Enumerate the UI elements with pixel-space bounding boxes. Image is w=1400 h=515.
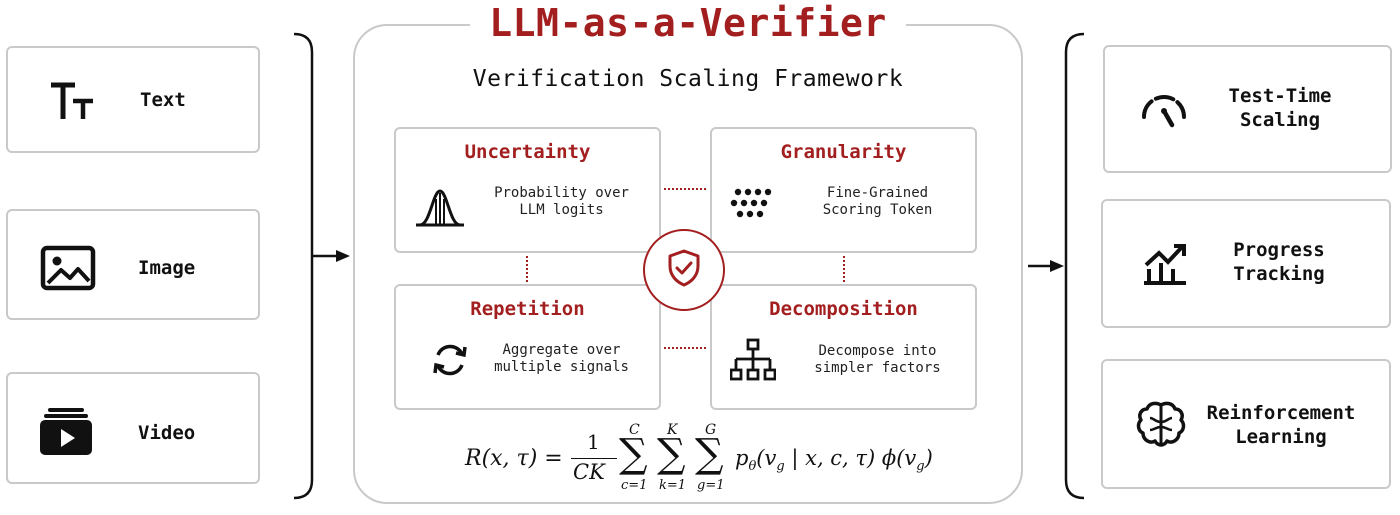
uncertainty-title: Uncertainty xyxy=(464,141,591,163)
page-title: LLM-as-a-Verifier xyxy=(470,0,906,48)
output-arrow xyxy=(1028,260,1064,272)
term-sub-g1: g xyxy=(776,459,785,475)
repetition-desc-line2: multiple signals xyxy=(494,359,629,375)
decomposition-card: Decomposition Decompose into simpler fac… xyxy=(710,284,977,410)
video-library-icon xyxy=(38,407,94,457)
sum2-symbol: ∑ xyxy=(657,431,686,477)
sum2-top: K xyxy=(667,422,678,438)
input-arrow xyxy=(312,250,350,262)
uncertainty-card: Uncertainty Probability over LLM logits xyxy=(394,127,661,253)
sum1-bottom: c=1 xyxy=(621,478,648,493)
term-close: ) xyxy=(924,446,933,470)
formula-lhs: R(x, τ) = xyxy=(465,446,563,471)
repetition-card: Repetition Aggregate over multiple signa… xyxy=(394,284,661,410)
framework-subtitle: Verification Scaling Framework xyxy=(472,66,904,92)
verifier-formula: R(x, τ) = 1 CK C ∑ c=1 K ∑ k=1 G ∑ g=1 p… xyxy=(463,420,963,498)
sum3-symbol: ∑ xyxy=(695,431,724,477)
output-rl-line1: Reinforcement xyxy=(1206,402,1356,424)
formula-frac-num: 1 xyxy=(587,430,600,454)
term-p: p xyxy=(735,446,749,470)
repetition-desc-line1: Aggregate over xyxy=(502,342,621,358)
term-rest: (v xyxy=(756,446,777,470)
connector-top xyxy=(664,188,706,190)
text-size-icon xyxy=(48,81,96,123)
term-args: | x, c, τ) ϕ(v xyxy=(784,446,917,470)
sum1-top: C xyxy=(629,422,640,438)
output-test-time-scaling-box: Test-Time Scaling xyxy=(1103,45,1392,173)
formula-term: pθ(vg | x, c, τ) ϕ(vg) xyxy=(735,446,933,474)
decomposition-desc-line1: Decompose into xyxy=(818,343,937,359)
sum3-bottom: g=1 xyxy=(697,478,725,493)
right-bracket xyxy=(1064,32,1085,500)
connector-right xyxy=(843,256,845,282)
output-progress-line1: Progress xyxy=(1233,239,1325,261)
connector-left xyxy=(526,256,528,282)
granularity-card: Granularity Fine-Grained Scoring Token xyxy=(710,127,977,253)
sum2-bottom: k=1 xyxy=(659,478,687,493)
formula-frac-den: CK xyxy=(573,460,605,484)
input-text-label: Text xyxy=(140,89,186,111)
output-reinforcement-learning-box: Reinforcement Learning xyxy=(1101,359,1391,489)
granularity-desc-line2: Scoring Token xyxy=(822,202,933,218)
granularity-desc-line1: Fine-Grained xyxy=(826,185,929,201)
output-test-time-line1: Test-Time xyxy=(1228,85,1332,107)
granularity-title: Granularity xyxy=(780,141,907,163)
sum3-top: G xyxy=(705,422,717,438)
input-image-label: Image xyxy=(138,257,196,279)
decomposition-desc-line2: simpler factors xyxy=(814,360,941,376)
left-bracket xyxy=(293,32,314,500)
refresh-icon xyxy=(430,340,470,384)
input-image-box: Image xyxy=(6,209,260,320)
decomposition-title: Decomposition xyxy=(769,298,918,320)
output-progress-line2: Tracking xyxy=(1233,263,1325,285)
output-rl-line2: Learning xyxy=(1235,426,1327,448)
trending-up-chart-icon xyxy=(1141,241,1189,285)
image-icon xyxy=(40,245,96,291)
center-badge xyxy=(643,229,725,311)
output-progress-tracking-box: Progress Tracking xyxy=(1101,199,1391,328)
repetition-title: Repetition xyxy=(470,298,585,320)
input-text-box: Text xyxy=(6,46,260,153)
term-sub-g2: g xyxy=(916,459,925,475)
output-test-time-line2: Scaling xyxy=(1239,109,1321,131)
speedometer-icon xyxy=(1139,87,1189,129)
shield-check-icon xyxy=(667,249,701,291)
hierarchy-icon xyxy=(729,338,777,386)
term-sub-theta: θ xyxy=(748,459,757,475)
sum1-symbol: ∑ xyxy=(619,431,648,477)
brain-icon xyxy=(1136,400,1186,448)
formula-frac-bar xyxy=(571,458,617,459)
uncertainty-desc-line2: LLM logits xyxy=(519,202,604,218)
connector-bottom xyxy=(664,347,706,349)
uncertainty-desc-line1: Probability over xyxy=(494,185,629,201)
input-video-label: Video xyxy=(138,422,196,444)
dot-grid-icon xyxy=(730,187,774,227)
bell-curve-icon xyxy=(414,185,466,233)
input-video-box: Video xyxy=(6,372,260,484)
